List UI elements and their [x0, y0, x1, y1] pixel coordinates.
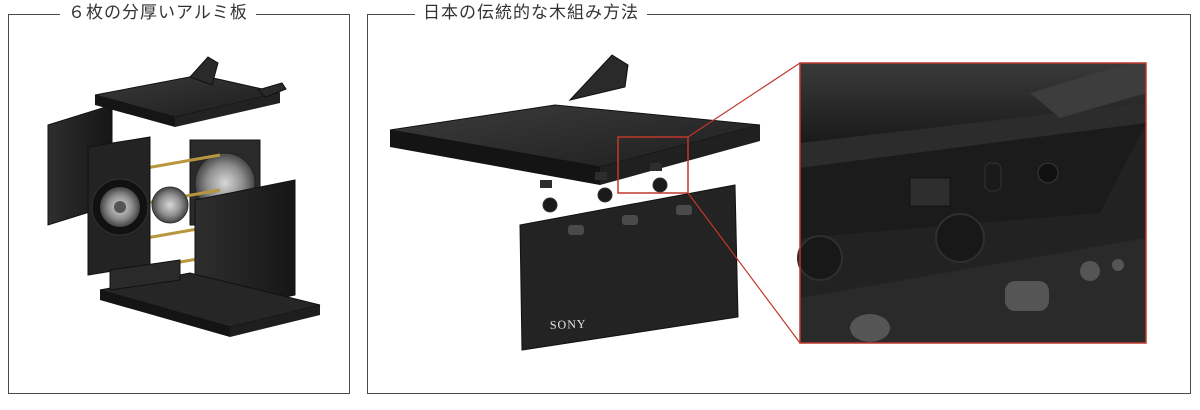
- panel-wood-joinery: [367, 14, 1191, 394]
- zoom-detail-inset: [797, 62, 1147, 344]
- brand-logo: SONY: [550, 317, 587, 332]
- panel-title-wood-joinery: 日本の伝統的な木組み方法: [415, 3, 647, 23]
- zoom-inset-icon: [617, 136, 689, 194]
- joinery-illustration: SONY: [389, 54, 801, 351]
- top-plate: [389, 104, 761, 168]
- panel-title-aluminum-plates: ６枚の分厚いアルミ板: [60, 3, 256, 23]
- exploded-speaker-illustration: [47, 56, 321, 337]
